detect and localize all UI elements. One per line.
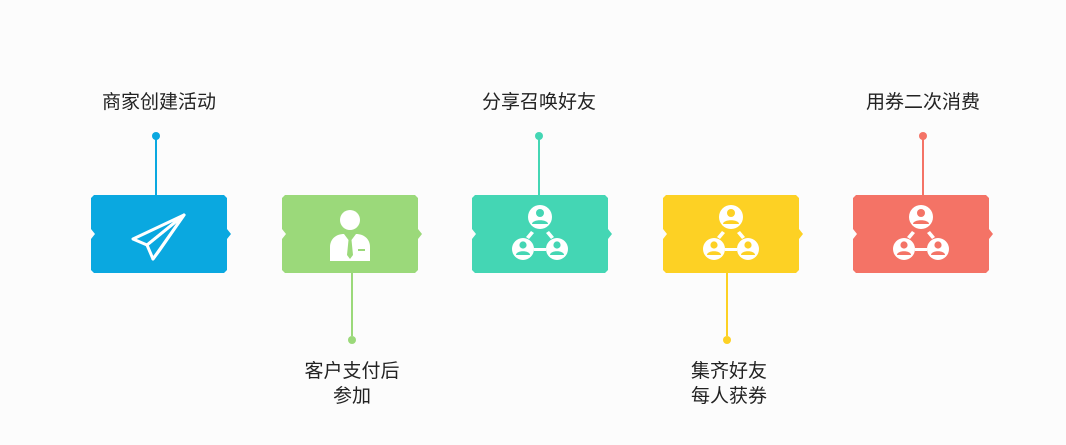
step-label-line: 分享召唤好友	[481, 91, 596, 113]
step-label-line: 集齐好友	[690, 360, 767, 382]
step-label: 商家创建活动	[59, 90, 259, 115]
step-label-line: 参加	[332, 385, 371, 407]
paper-plane-icon	[131, 213, 186, 261]
step-label-line: 每人获券	[690, 385, 767, 407]
user-network-icon	[703, 205, 759, 260]
step-label: 用券二次消费	[823, 90, 1023, 115]
step-customer-pay: 客户支付后 参加	[282, 0, 422, 445]
step-label-line: 客户支付后	[304, 360, 400, 382]
user-network-icon	[893, 205, 949, 260]
connector-line	[351, 273, 353, 336]
businessman-icon	[330, 210, 370, 261]
step-card	[91, 195, 231, 273]
step-card	[853, 195, 993, 273]
step-card	[472, 195, 612, 273]
step-redeem-coupon: 用券二次消费	[853, 0, 993, 445]
connector-dot	[723, 336, 731, 344]
step-label-line: 用券二次消费	[865, 91, 980, 113]
step-card	[663, 195, 803, 273]
user-network-icon	[512, 205, 568, 260]
step-label: 分享召唤好友	[439, 90, 639, 115]
step-label: 集齐好友 每人获券	[629, 359, 829, 409]
connector-line	[922, 136, 924, 195]
step-share-friends: 分享召唤好友	[472, 0, 612, 445]
connector-line	[538, 136, 540, 195]
step-label-line: 商家创建活动	[101, 91, 216, 113]
connector-dot	[348, 336, 356, 344]
step-collect-friends: 集齐好友 每人获券	[663, 0, 803, 445]
step-create-activity: 商家创建活动	[91, 0, 231, 445]
step-card	[282, 195, 422, 273]
connector-line	[155, 136, 157, 195]
connector-line	[726, 273, 728, 336]
step-label: 客户支付后 参加	[252, 359, 452, 409]
